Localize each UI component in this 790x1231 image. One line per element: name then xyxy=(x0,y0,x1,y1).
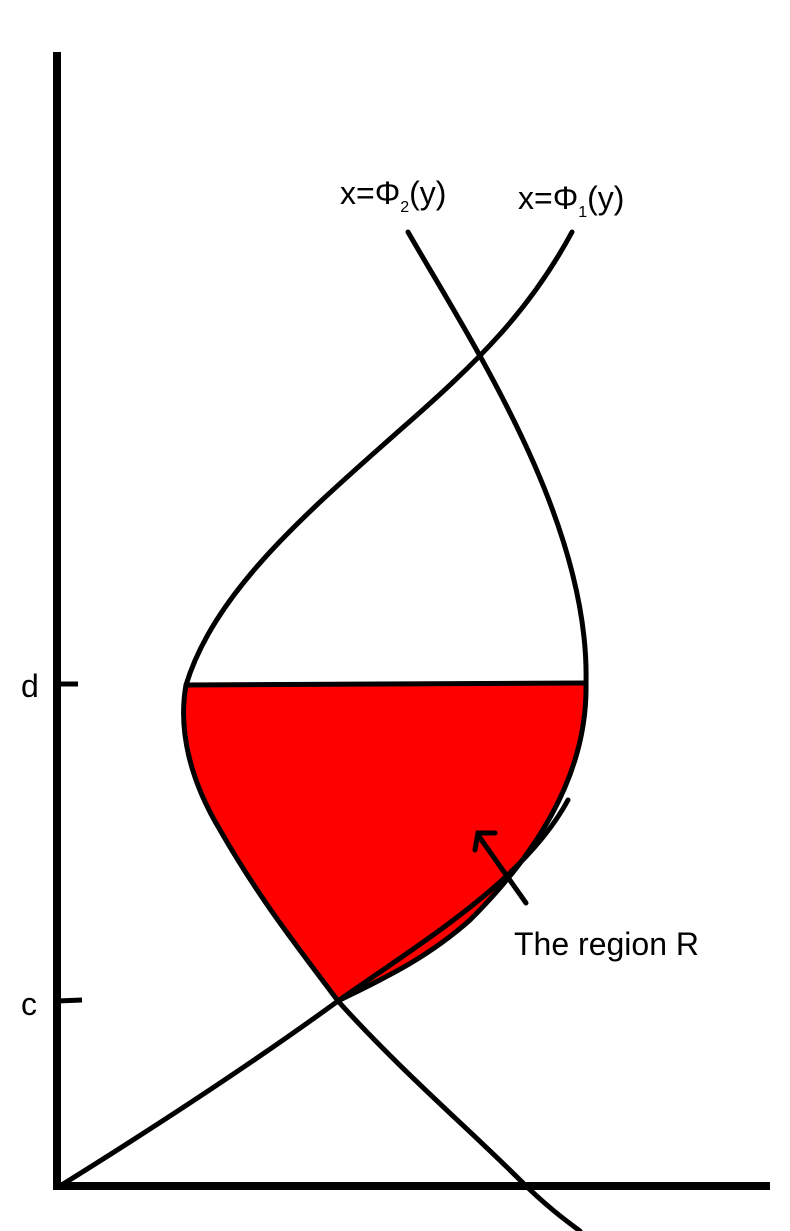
label-phi1: x=Φ1(y) xyxy=(518,180,624,221)
curve-phi2 xyxy=(335,229,589,1231)
tick-label-c: c xyxy=(21,986,37,1022)
label-phi2: x=Φ2(y) xyxy=(340,175,446,216)
tick-c xyxy=(56,997,83,1004)
chord-d xyxy=(183,680,588,688)
region-annotation: The region R xyxy=(514,926,699,962)
region-arrow xyxy=(472,830,529,906)
region-r-fill xyxy=(183,683,586,1001)
tick-label-d: d xyxy=(21,668,39,704)
